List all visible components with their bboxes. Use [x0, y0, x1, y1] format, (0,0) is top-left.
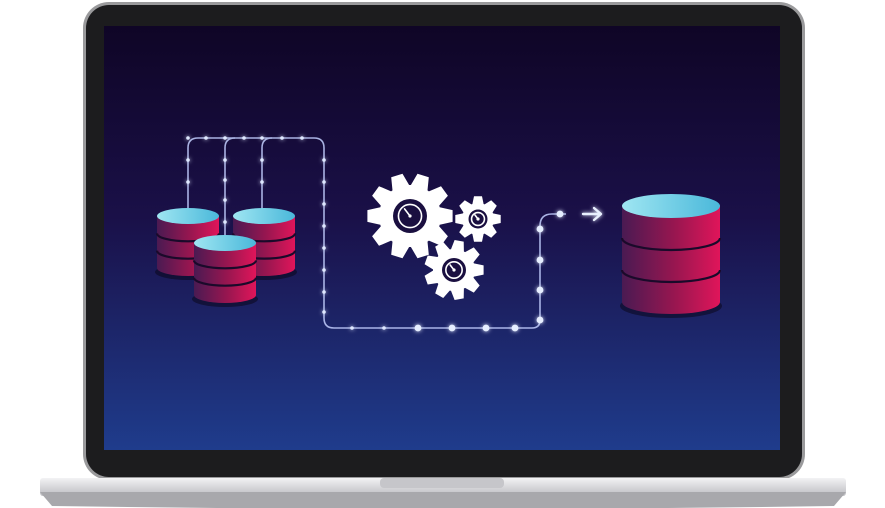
database-icon: [620, 194, 722, 318]
connector-dot: [186, 136, 190, 140]
connector-dot: [414, 324, 422, 332]
database-icon: [192, 235, 258, 307]
connector-dot: [536, 316, 544, 324]
connector-dot: [186, 180, 190, 184]
laptop-notch: [380, 478, 504, 488]
arrow-right-icon: [581, 206, 603, 222]
gear-icon: [455, 196, 501, 242]
connector-dot: [482, 324, 490, 332]
connector-dot: [322, 224, 326, 228]
connector-dot: [322, 180, 326, 184]
connector-dot: [260, 180, 264, 184]
connector-dot: [223, 178, 227, 182]
connector-dot: [260, 158, 264, 162]
processing-gears: [367, 173, 501, 300]
pipeline-connectors: [187, 137, 566, 329]
connector-dot: [350, 326, 354, 330]
connector-dot: [536, 286, 544, 294]
connector-dot: [322, 268, 326, 272]
laptop-icon: [40, 2, 846, 508]
connector-dot: [300, 136, 304, 140]
connector-dot: [322, 202, 326, 206]
connector-dot: [448, 324, 456, 332]
connector-dot: [223, 158, 227, 162]
connector-dot: [322, 310, 326, 314]
connector-dot: [536, 256, 544, 264]
connector-dot: [536, 225, 544, 233]
connector-dot: [260, 136, 264, 140]
gear-icon: [367, 173, 453, 259]
connector-dot: [322, 158, 326, 162]
connector-dot: [556, 210, 564, 218]
connector-dot: [242, 136, 246, 140]
connector-dot: [223, 136, 227, 140]
connector-dot: [186, 158, 190, 162]
laptop-base-lip: [40, 492, 846, 508]
connector-dot: [322, 290, 326, 294]
source-databases: [155, 208, 297, 307]
connector-dot: [280, 136, 284, 140]
connector-dot: [382, 326, 386, 330]
connector-dot: [204, 136, 208, 140]
pipeline-dots: [186, 136, 564, 332]
destination-database: [620, 194, 722, 318]
connector-dot: [223, 220, 227, 224]
gear-icon: [424, 240, 484, 300]
connector-dot: [322, 246, 326, 250]
connector-dot: [223, 198, 227, 202]
connector-dot: [511, 324, 519, 332]
